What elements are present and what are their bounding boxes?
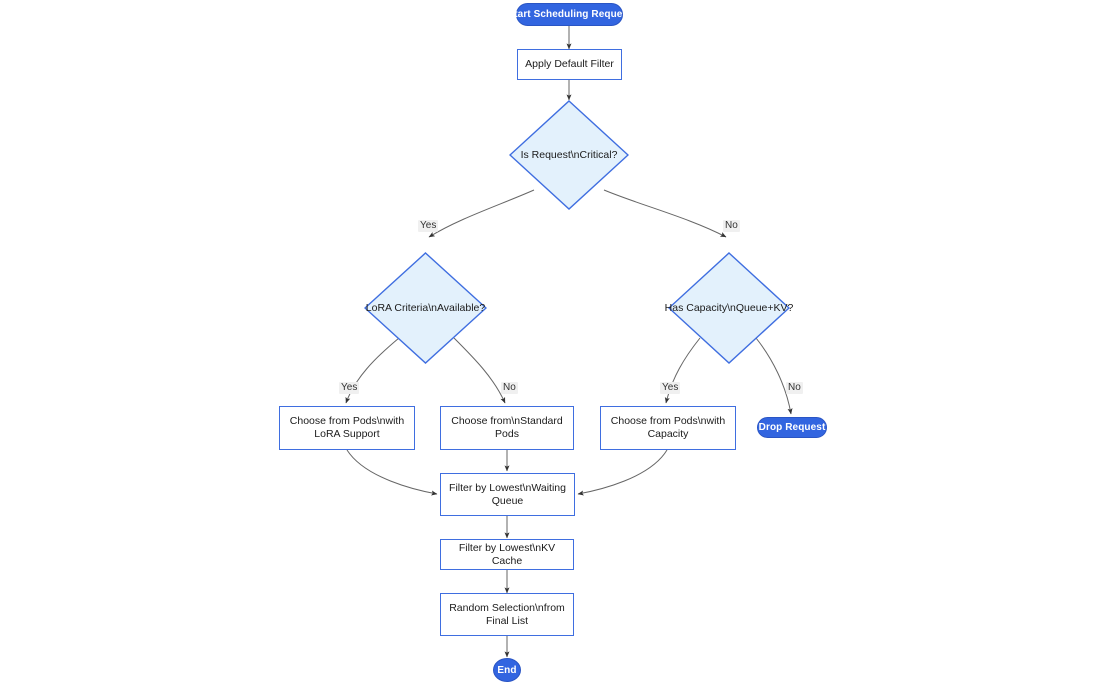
node-lora-criteria-available[interactable]: LoRA Criteria\nAvailable?	[364, 252, 487, 364]
node-label-choose-standard-pods-line1: Choose from\nStandard	[451, 415, 563, 427]
diamond-shape-capacity	[668, 252, 790, 364]
node-apply-default-filter[interactable]: Apply Default Filter	[517, 49, 622, 80]
node-end[interactable]: End	[493, 658, 521, 682]
node-choose-standard-pods[interactable]: Choose from\nStandard Pods	[440, 406, 574, 450]
edge-label-critical-yes: Yes	[418, 220, 439, 232]
node-label-choose-lora-pods-line2: LoRA Support	[314, 428, 380, 440]
node-filter-kv-cache[interactable]: Filter by Lowest\nKV Cache	[440, 539, 574, 570]
diamond-shape-critical	[509, 100, 629, 210]
node-label-is-request-critical: Is Request\nCritical?	[520, 148, 618, 161]
node-filter-waiting-queue[interactable]: Filter by Lowest\nWaiting Queue	[440, 473, 575, 516]
node-label-choose-standard-pods-line2: Pods	[495, 428, 519, 440]
node-random-selection[interactable]: Random Selection\nfrom Final List	[440, 593, 574, 636]
node-drop-request[interactable]: Drop Request	[757, 417, 827, 438]
edge-label-lora-yes: Yes	[339, 382, 360, 394]
node-label-filter-waiting-queue-line2: Queue	[491, 494, 524, 507]
edge-label-capacity-yes: Yes	[660, 382, 681, 394]
node-label-choose-capacity-pods-line1: Choose from Pods\nwith	[610, 415, 726, 427]
node-label-choose-lora-pods-line1: Choose from Pods\nwith	[289, 415, 405, 427]
edge-label-critical-no: No	[723, 220, 740, 232]
edge-capacity-pods-to-filter-queue	[577, 449, 668, 496]
node-label-random-selection-line1: Random Selection\nfrom	[449, 601, 565, 614]
node-is-request-critical[interactable]: Is Request\nCritical?	[509, 100, 629, 210]
node-has-capacity-queue-kv[interactable]: Has Capacity\nQueue+KV?	[665, 252, 793, 364]
node-label-random-selection-line2: Final List	[485, 614, 528, 627]
node-label-has-capacity-queue-kv: Has Capacity\nQueue+KV?	[664, 301, 794, 314]
node-start[interactable]: Start Scheduling Request	[507, 3, 631, 26]
edge-label-capacity-no: No	[786, 382, 803, 394]
diamond-shape-lora	[364, 252, 487, 364]
node-label-filter-waiting-queue-line1: Filter by Lowest\nWaiting	[449, 481, 566, 494]
edge-label-lora-no: No	[501, 382, 518, 394]
node-label-lora-criteria-available: LoRA Criteria\nAvailable?	[365, 301, 486, 314]
node-choose-lora-pods[interactable]: Choose from Pods\nwith LoRA Support	[279, 406, 415, 450]
node-choose-capacity-pods[interactable]: Choose from Pods\nwith Capacity	[600, 406, 736, 450]
node-label-choose-capacity-pods-line2: Capacity	[647, 428, 689, 440]
edge-lora-pods-to-filter-queue	[346, 449, 438, 496]
